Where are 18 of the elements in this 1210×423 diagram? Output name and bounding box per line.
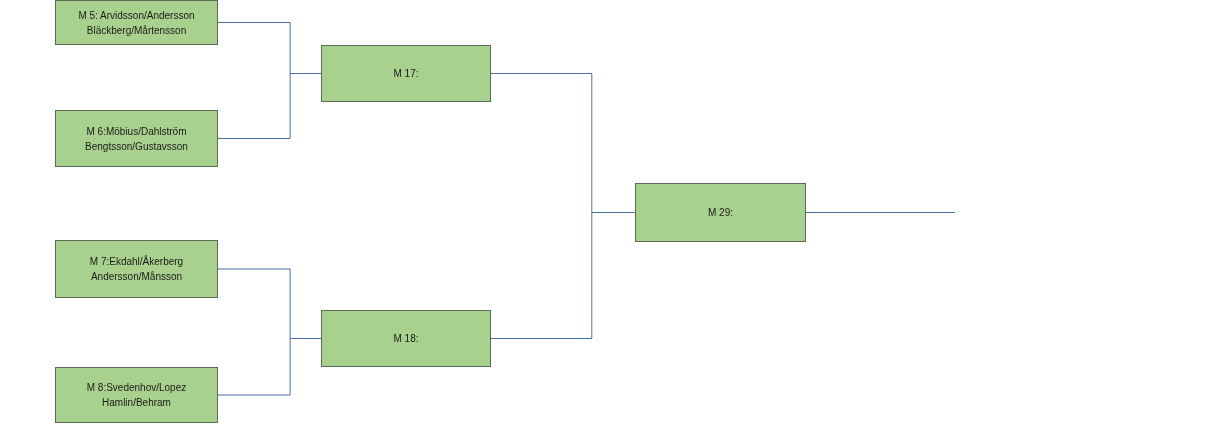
match-label: M 18:: [393, 332, 419, 346]
match-label: M 8:Svedenhov/Lopez Hamlin/Behram: [85, 381, 188, 410]
match-box: [55, 367, 218, 423]
match-label: M 29:: [708, 206, 733, 220]
match-box: [55, 240, 218, 298]
match-box: [55, 0, 218, 45]
bracket-connector: [490, 212, 636, 339]
bracket-connector: [805, 212, 956, 213]
match-label: M 7:Ekdahl/Åkerberg Andersson/Månsson: [88, 254, 185, 284]
match-box: [55, 110, 218, 167]
match-label: M 5: Arvidsson/Andersson Bläckberg/Mårtensson: [77, 8, 196, 38]
bracket-connector: [217, 73, 322, 139]
match-box: [321, 310, 491, 367]
bracket-connector: [217, 338, 322, 396]
match-box: [321, 45, 491, 102]
match-label: M 17:: [393, 67, 419, 81]
match-label: M 6:Möbius/Dahlström Bengtsson/Gustavsson: [84, 124, 189, 154]
match-box: [635, 183, 806, 242]
